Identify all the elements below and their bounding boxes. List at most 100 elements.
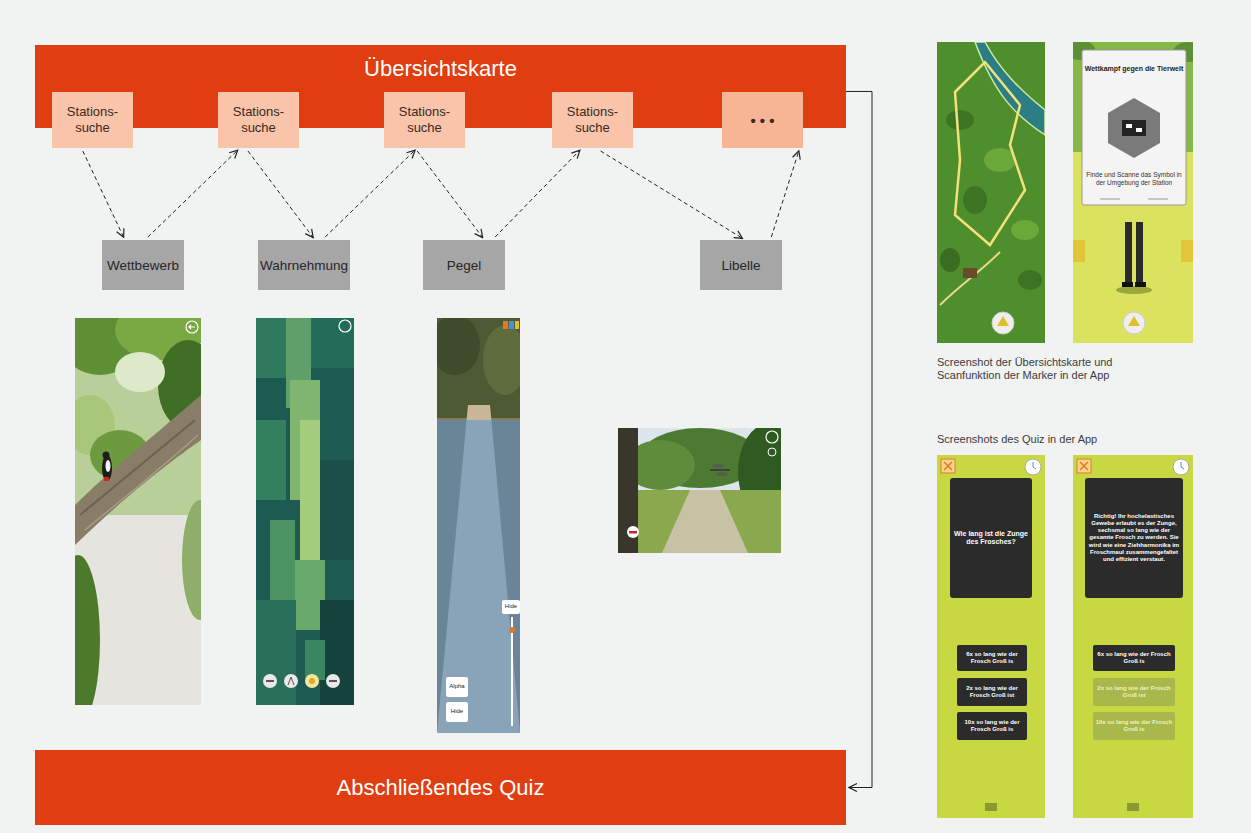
quiz-answer: 10x so lang wie der Frosch Groß is [957, 712, 1027, 740]
woodpecker-photo [186, 321, 198, 333]
dashed-arrow [325, 150, 415, 237]
station-box: Wahrnehmung [258, 240, 350, 290]
water-level-view [503, 321, 508, 329]
quiz-answer-screenshot [1093, 645, 1175, 671]
dragonfly-photo [716, 472, 728, 476]
station-search-box: Stations- suche [384, 92, 465, 148]
perception-view [284, 674, 298, 688]
marker-scan-screenshot [1135, 282, 1146, 287]
station-search-box: Stations- suche [52, 92, 133, 148]
node-text: Abschließendes Quiz [337, 775, 545, 801]
marker-scan-screenshot [1126, 124, 1132, 128]
quiz-answer-screenshot [1181, 462, 1184, 469]
overview-map-screenshot [1018, 270, 1042, 290]
dashed-arrow [771, 151, 799, 237]
dragonfly-photo [618, 428, 781, 553]
quiz-answer-screenshot [1073, 455, 1193, 818]
perception-view [300, 420, 320, 560]
dialog-text: Finde und Scanne das Symbol in der Umgeb… [1084, 164, 1184, 194]
quiz-screenshot [937, 455, 1045, 818]
quiz-answer-screenshot [1073, 455, 1193, 818]
marker-scan-screenshot [1108, 98, 1160, 158]
final-quiz-band: Abschließendes Quiz [35, 750, 846, 825]
node-text: Pegel [447, 258, 482, 273]
more-stations-box: • • • [722, 92, 803, 148]
overview-map-screenshot [992, 312, 1014, 334]
button-label: Hide [502, 600, 520, 614]
woodpecker-photo [80, 420, 195, 515]
quiz-screenshot [957, 678, 1027, 706]
dragonfly-photo [768, 448, 776, 456]
water-level-view [437, 405, 520, 733]
water-level-view [483, 325, 520, 395]
node-text: • • • [750, 112, 774, 129]
quiz-screenshot [944, 462, 952, 470]
perception-view [305, 674, 319, 688]
water-level-view [446, 677, 468, 697]
dashed-arrow [495, 150, 580, 237]
water-level-view [437, 420, 520, 733]
perception-view [256, 318, 354, 705]
perception-view [256, 600, 296, 705]
quiz-screenshot [1025, 459, 1041, 475]
perception-view [326, 674, 340, 688]
marker-scan-screenshot [1148, 199, 1168, 200]
quiz-answer-screenshot [1080, 462, 1088, 470]
water-level-view [437, 318, 520, 733]
dashed-arrow [248, 151, 313, 238]
marker-scan-screenshot [1122, 120, 1146, 136]
overview-map-screenshot [955, 62, 1025, 245]
dragonfly-photo [629, 531, 637, 534]
perception-view [256, 420, 286, 500]
overview-map-screenshot [946, 110, 974, 130]
marker-scan-screenshot [1123, 312, 1145, 334]
node-text: Übersichtskarte [364, 56, 517, 82]
woodpecker-photo [104, 477, 109, 481]
quiz-answer-screenshot [1093, 678, 1175, 706]
node-text: Stations- suche [390, 104, 459, 136]
overview-map-screenshot [940, 252, 1000, 305]
node-text: Wettbewerb [107, 258, 179, 273]
overview-map-screenshot [963, 268, 977, 278]
marker-scan-screenshot [1136, 222, 1143, 284]
marker-scan-screenshot [1122, 282, 1133, 287]
woodpecker-photo [106, 460, 111, 472]
quiz-screenshot [937, 455, 1045, 818]
woodpecker-photo [75, 395, 201, 545]
button-label: Hide [446, 702, 468, 722]
quiz-screenshot [985, 803, 997, 811]
perception-view [288, 677, 294, 685]
quiz-feedback: Richtig! Ihr hochelastisches Gewebe erla… [1087, 480, 1181, 596]
station-box: Wettbewerb [102, 240, 184, 290]
marker-scan-screenshot [1116, 286, 1152, 294]
node-text: Wahrnehmung [260, 258, 348, 273]
quiz-answer: 6x so lang wie der Frosch Groß is [957, 645, 1027, 671]
dragonfly-photo [662, 490, 748, 553]
water-level-view [511, 617, 513, 726]
overview-map-screenshot [963, 186, 987, 214]
overview-map-screenshot [937, 42, 1045, 343]
perception-view [329, 680, 337, 682]
dialog-title: Wettkampf gegen die Tierwelt [1084, 54, 1184, 84]
water-level-view [509, 627, 515, 633]
node-text: Stations- suche [58, 104, 127, 136]
node-text: Stations- suche [224, 104, 293, 136]
woodpecker-photo [103, 452, 110, 459]
woodpecker-photo [75, 555, 100, 705]
water-level-view [502, 600, 520, 614]
node-text: Libelle [721, 258, 760, 273]
perception-view [256, 318, 354, 705]
woodpecker-photo [115, 352, 165, 392]
quiz-screenshot [957, 712, 1027, 740]
dragonfly-photo [618, 490, 781, 553]
woodpecker-photo [102, 455, 112, 481]
station-search-box: Stations- suche [552, 92, 633, 148]
water-level-view [446, 702, 468, 722]
quiz-answer-screenshot [1173, 459, 1189, 475]
quiz-answer-greyed: 10x so lang wie der Frosch Groß is [1093, 712, 1175, 740]
dashed-arrow [601, 151, 743, 238]
perception-view [311, 318, 354, 368]
station-box: Pegel [423, 240, 505, 290]
overview-map-screenshot [997, 316, 1009, 326]
